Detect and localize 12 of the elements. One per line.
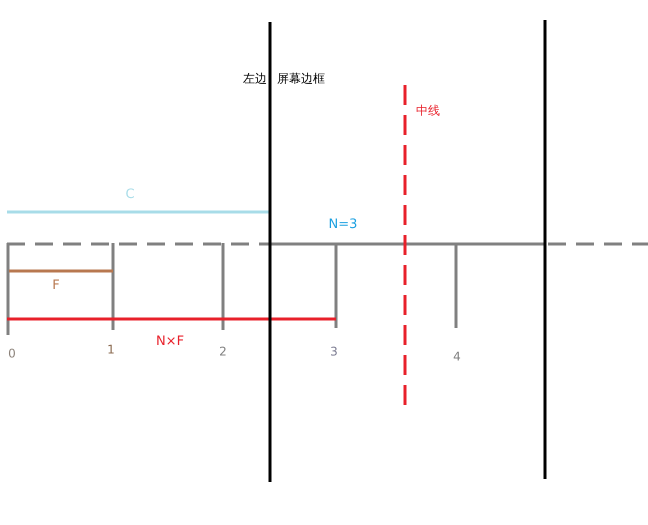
dimension-label: C [125,188,135,202]
side-label: 左边 [243,72,267,86]
tick-label: 4 [453,350,461,364]
tick-label: 0 [8,347,16,361]
centerline-label: 中线 [416,104,440,118]
tick-label: 3 [330,345,338,359]
dimension-label: N×F [156,334,184,350]
dimension-label: F [52,278,60,294]
count-label: N=3 [328,218,358,232]
border-label: 屏幕边框 [277,72,325,86]
tick-label: 2 [219,345,227,359]
tick-label: 1 [107,343,115,357]
